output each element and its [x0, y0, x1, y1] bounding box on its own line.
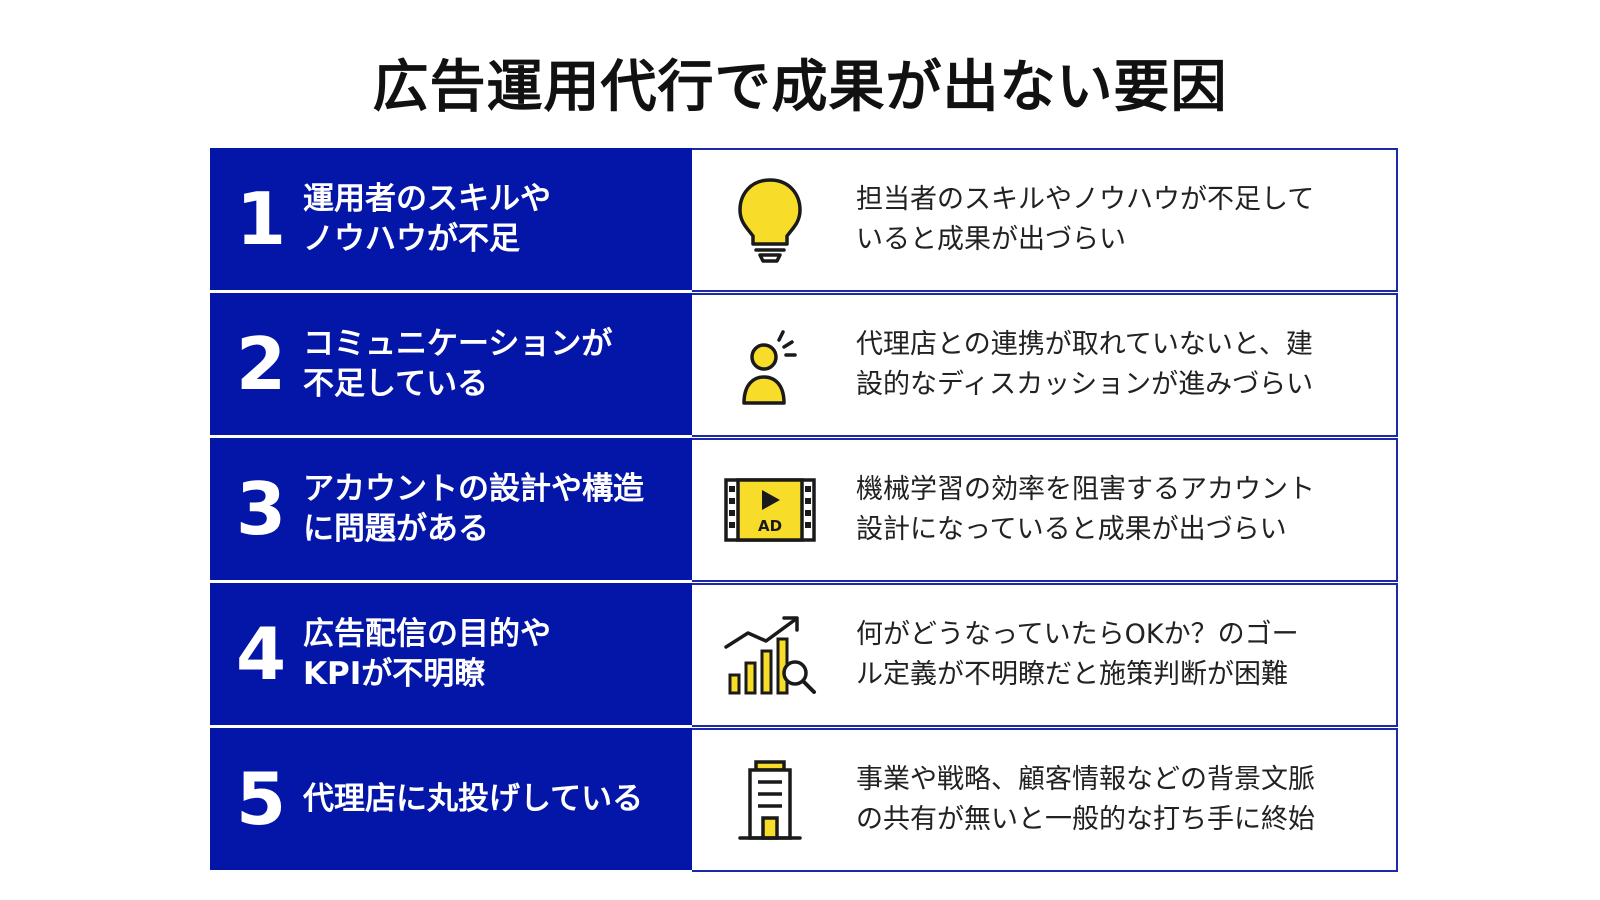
growth-chart-magnifier-icon: [720, 605, 820, 705]
factor-row-3: 3 アカウントの設計や構造 に問題がある AD: [210, 438, 1400, 583]
factor-number: 2: [236, 322, 287, 406]
factor-detail-cell: 事業や戦略、顧客情報などの背景文脈 の共有が無いと一般的な打ち手に終始: [692, 728, 1398, 872]
factor-description: 何がどうなっていたらOKか？のゴー ル定義が不明瞭だと施策判断が困難: [856, 619, 1299, 690]
factor-label: アカウントの設計や構造 に問題がある: [303, 471, 644, 547]
factor-label: 代理店に丸投げしている: [303, 781, 644, 817]
factor-detail-cell: 代理店との連携が取れていないと、建 設的なディスカッションが進みづらい: [692, 293, 1398, 437]
building-icon: [720, 750, 820, 850]
factor-description: 事業や戦略、顧客情報などの背景文脈 の共有が無いと一般的な打ち手に終始: [856, 764, 1315, 835]
factor-label: 運用者のスキルや ノウハウが不足: [303, 181, 551, 257]
factor-header-cell: 4 広告配信の目的や KPIが不明瞭: [210, 583, 692, 725]
factor-label: 広告配信の目的や KPIが不明瞭: [303, 616, 551, 692]
factor-row-4: 4 広告配信の目的や KPIが不明瞭 何がどうなっていたらOKか？のゴー ル定義…: [210, 583, 1400, 728]
factor-label: コミュニケーションが 不足している: [303, 326, 613, 402]
factor-detail-cell: AD 機械学習の効率を阻害するアカウント 設計になっていると成果が出づらい: [692, 438, 1398, 582]
video-ad-icon: AD: [720, 460, 820, 560]
factor-header-cell: 3 アカウントの設計や構造 に問題がある: [210, 438, 692, 580]
factor-row-5: 5 代理店に丸投げしている 事業や戦略、顧客情報などの背景文脈 の共有が無いと一…: [210, 728, 1400, 873]
factor-header-cell: 2 コミュニケーションが 不足している: [210, 293, 692, 435]
factor-number: 3: [236, 467, 287, 551]
factor-detail-cell: 何がどうなっていたらOKか？のゴー ル定義が不明瞭だと施策判断が困難: [692, 583, 1398, 727]
factor-number: 5: [236, 757, 287, 841]
factor-number: 1: [236, 177, 287, 261]
person-speaking-icon: [720, 315, 820, 415]
factors-table: 1 運用者のスキルや ノウハウが不足 担当者のスキルやノウハウが不足して いると…: [210, 148, 1400, 873]
factor-number: 4: [236, 612, 287, 696]
factor-description: 機械学習の効率を阻害するアカウント 設計になっていると成果が出づらい: [856, 474, 1315, 545]
factor-description: 代理店との連携が取れていないと、建 設的なディスカッションが進みづらい: [856, 329, 1314, 400]
factor-row-1: 1 運用者のスキルや ノウハウが不足 担当者のスキルやノウハウが不足して いると…: [210, 148, 1400, 293]
factor-header-cell: 1 運用者のスキルや ノウハウが不足: [210, 148, 692, 290]
factor-detail-cell: 担当者のスキルやノウハウが不足して いると成果が出づらい: [692, 148, 1398, 292]
page-title: 広告運用代行で成果が出ない要因: [372, 55, 1228, 120]
factor-header-cell: 5 代理店に丸投げしている: [210, 728, 692, 870]
factor-row-2: 2 コミュニケーションが 不足している 代理店との連携が取れていないと、建 設的…: [210, 293, 1400, 438]
factor-description: 担当者のスキルやノウハウが不足して いると成果が出づらい: [856, 184, 1315, 255]
lightbulb-icon: [720, 170, 820, 270]
ad-label: AD: [758, 517, 782, 535]
